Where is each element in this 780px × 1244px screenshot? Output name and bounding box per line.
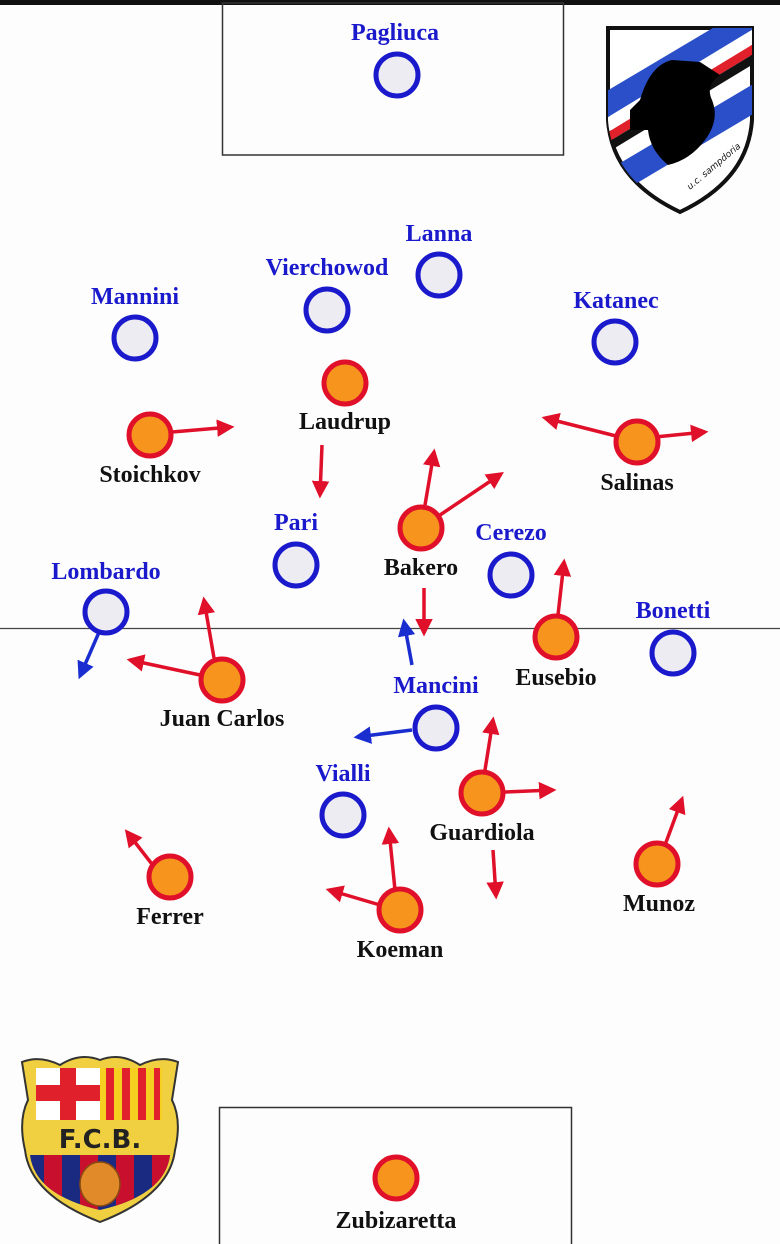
top-penalty-box [221, 2, 565, 156]
movement-arrow [325, 885, 381, 907]
player-name: Salinas [600, 470, 673, 496]
player-name: Mancini [393, 673, 479, 699]
movement-arrow [663, 795, 686, 846]
player-vierchowod: Vierchowod [266, 255, 389, 334]
player-name: Stoichkov [99, 462, 200, 488]
player-name: Guardiola [429, 820, 534, 846]
player-name: Eusebio [515, 665, 596, 691]
player-lombardo: Lombardo [51, 559, 161, 636]
movement-arrow [504, 781, 557, 800]
player-marker [198, 656, 246, 704]
bottom-penalty-box [218, 1106, 573, 1244]
player-cerezo: Cerezo [475, 520, 547, 599]
player-munoz: Munoz [623, 840, 695, 917]
player-ferrer: Ferrer [136, 853, 204, 930]
player-lanna: Lanna [406, 221, 473, 299]
player-laudrup: Laudrup [299, 359, 391, 435]
movement-arrow [482, 716, 500, 771]
player-name: Bonetti [636, 598, 711, 624]
player-marker [458, 769, 506, 817]
player-name: Juan Carlos [160, 706, 285, 732]
player-marker [397, 504, 445, 552]
movement-arrow [353, 726, 413, 744]
player-name: Lombardo [51, 559, 160, 585]
movement-arrow [197, 596, 216, 659]
player-name: Vierchowod [266, 255, 389, 281]
player-name: Vialli [315, 761, 370, 787]
player-name: Koeman [357, 937, 444, 963]
player-bakero: Bakero [384, 504, 458, 581]
player-marker [376, 886, 424, 934]
player-marker [146, 853, 194, 901]
player-marker [319, 791, 367, 839]
player-katanec: Katanec [573, 288, 659, 366]
player-name: Pagliuca [351, 20, 439, 46]
movement-arrow [124, 829, 157, 870]
player-name: Bakero [384, 555, 458, 581]
player-koeman: Koeman [357, 886, 444, 963]
player-name: Katanec [573, 288, 659, 314]
player-guardiola: Guardiola [429, 769, 535, 846]
movement-arrow [423, 448, 441, 506]
player-mancini: Mancini [393, 673, 479, 752]
movement-arrow [553, 558, 572, 616]
player-marker [633, 840, 681, 888]
player-pagliuca: Pagliuca [351, 20, 439, 99]
player-marker [303, 286, 351, 334]
player-marker [412, 704, 460, 752]
player-name: Pari [274, 510, 318, 536]
player-pari: Pari [272, 510, 320, 589]
player-name: Cerezo [475, 520, 547, 546]
movement-arrow [541, 412, 621, 439]
player-marker [126, 411, 174, 459]
movement-arrow [311, 444, 330, 499]
barcelona-crest-text: F.C.B. [59, 1125, 141, 1155]
sampdoria-crest: u.c. sampdoria [606, 26, 754, 215]
player-vialli: Vialli [315, 761, 371, 839]
movement-arrows [77, 412, 709, 907]
player-marker [82, 588, 130, 636]
player-marker [415, 251, 463, 299]
player-marker [487, 551, 535, 599]
player-bonetti: Bonetti [636, 598, 711, 677]
player-name: Munoz [623, 891, 695, 917]
player-mannini: Mannini [91, 284, 179, 362]
player-name: Ferrer [136, 904, 204, 930]
movement-arrow [486, 849, 504, 900]
player-salinas: Salinas [600, 418, 674, 496]
player-juan-carlos: Juan Carlos [160, 656, 285, 732]
player-marker [272, 541, 320, 589]
player-marker [591, 318, 639, 366]
player-name: Lanna [406, 221, 473, 247]
player-marker [372, 1154, 420, 1202]
movement-arrow [439, 472, 504, 517]
player-marker [373, 51, 421, 99]
player-name: Mannini [91, 284, 179, 310]
player-marker [111, 314, 159, 362]
player-name: Laudrup [299, 409, 391, 435]
movement-arrow [381, 826, 400, 891]
barcelona-crest: F.C.B. [20, 1055, 180, 1224]
player-stoichkov: Stoichkov [99, 411, 201, 488]
movement-arrow [77, 629, 102, 680]
player-zubizaretta: Zubizaretta [336, 1154, 457, 1234]
player-marker [532, 613, 580, 661]
player-marker [321, 359, 369, 407]
player-eusebio: Eusebio [515, 613, 597, 691]
player-name: Zubizaretta [336, 1208, 457, 1234]
player-marker [649, 629, 697, 677]
movement-arrow [171, 419, 235, 437]
movement-arrow [126, 654, 201, 677]
movement-arrow [654, 424, 709, 443]
football-icon [79, 1161, 121, 1207]
movement-arrow [397, 618, 416, 666]
player-marker [613, 418, 661, 466]
